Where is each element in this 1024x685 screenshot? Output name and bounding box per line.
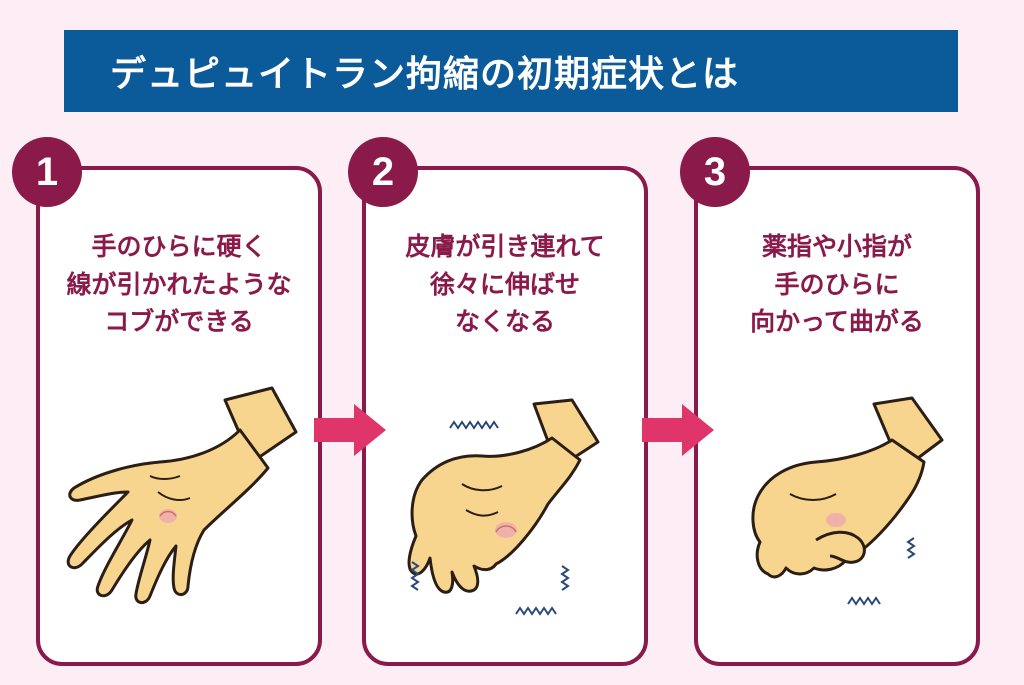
step-1-description: 手のひらに硬く 線が引かれたような コブができる bbox=[40, 228, 318, 341]
step-card-3: 薬指や小指が 手のひらに 向かって曲がる bbox=[694, 166, 980, 666]
step-2-badge: 2 bbox=[348, 137, 418, 207]
step-3-line-3: 向かって曲がる bbox=[750, 307, 924, 336]
step-2-line-2: 徐々に伸ばせ bbox=[429, 269, 580, 299]
bent-fingers-hand-icon bbox=[751, 396, 944, 606]
step-1-badge: 1 bbox=[12, 137, 82, 207]
step-card-2: 皮膚が引き連れて 徐々に伸ばせ なくなる bbox=[362, 166, 648, 666]
step-3-line-1: 薬指や小指が bbox=[761, 232, 912, 261]
page-title: デュピュイトラン拘縮の初期症状とは bbox=[64, 30, 958, 112]
step-card-1: 手のひらに硬く 線が引かれたような コブができる bbox=[36, 166, 322, 666]
step-3-line-2: 手のひらに bbox=[774, 269, 900, 299]
open-palm-hand-icon bbox=[66, 386, 298, 604]
right-arrow-icon bbox=[642, 404, 714, 456]
step-3-description: 薬指や小指が 手のひらに 向かって曲がる bbox=[698, 228, 976, 341]
step-3-badge: 3 bbox=[680, 137, 750, 207]
step-1-line-3: コブができる bbox=[104, 307, 254, 336]
step-1-line-1: 手のひらに硬く bbox=[91, 232, 267, 261]
tight-skin-hand-icon bbox=[407, 398, 600, 616]
step-1-line-2: 線が引かれたような bbox=[66, 269, 292, 299]
step-2-line-1: 皮膚が引き連れて bbox=[405, 232, 605, 261]
step-2-line-3: なくなる bbox=[454, 307, 555, 336]
right-arrow-icon bbox=[314, 404, 386, 456]
step-2-description: 皮膚が引き連れて 徐々に伸ばせ なくなる bbox=[366, 228, 644, 341]
